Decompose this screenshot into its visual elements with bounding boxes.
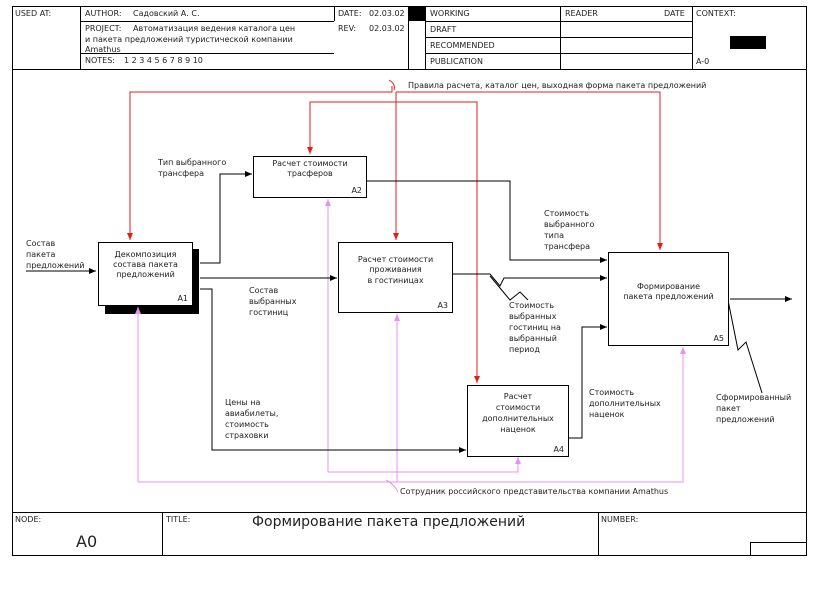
box-a3-title-2: проживания	[369, 265, 422, 274]
box-a3-title-1: Расчет стоимости	[357, 255, 434, 264]
context-label: CONTEXT:	[696, 9, 736, 18]
box-a2-id: A2	[351, 186, 362, 195]
activity-box-a2[interactable]: Расчет стоимости трасферов A2	[253, 156, 367, 198]
node-value: A0	[76, 532, 98, 551]
status-draft: DRAFT	[430, 25, 457, 34]
box-a4-title-4: наценок	[500, 425, 536, 434]
activity-box-a4[interactable]: Расчет стоимости дополнительных наценок …	[467, 385, 569, 457]
label-transfer-cost: Стоимость выбранного типа трансфера	[544, 209, 595, 251]
date-col-label: DATE	[664, 9, 685, 18]
project-label: PROJECT:	[85, 24, 122, 33]
reader-label: READER	[565, 9, 598, 18]
date-label: DATE:	[338, 9, 362, 18]
activity-box-a1[interactable]: Декомпозиция состава пакета предложений …	[98, 242, 193, 306]
box-a1-title-1: Декомпозиция	[114, 250, 177, 259]
label-prices: Цены на авиабилеты, стоимость страховки	[225, 398, 279, 440]
box-a4-title-3: дополнительных	[482, 414, 554, 423]
label-control-top: Правила расчета, каталог цен, выходная ф…	[408, 81, 707, 90]
box-a4-title-2: стоимости	[495, 403, 541, 412]
box-a2-title-2: трасферов	[287, 169, 333, 178]
activity-box-a5[interactable]: Формирование пакета предложений A5	[608, 252, 729, 346]
box-a3-id: A3	[437, 301, 448, 310]
box-a4-title-1: Расчет	[503, 392, 533, 401]
date-value: 02.03.02	[369, 9, 405, 18]
label-transfer-type: Тип выбранного трансфера	[158, 158, 227, 178]
author-value: Садовский А. С.	[133, 9, 200, 18]
box-a2-title-1: Расчет стоимости	[272, 159, 348, 168]
rev-value: 02.03.02	[369, 24, 405, 33]
label-output: Сформированный пакет предложений	[716, 393, 792, 424]
status-working: WORKING	[430, 9, 470, 18]
author-label: AUTHOR:	[85, 9, 122, 18]
box-a5-id: A5	[713, 334, 724, 343]
box-a5-title-1: Формирование	[636, 282, 701, 291]
context-node: A-0	[696, 57, 710, 66]
rev-label: REV:	[338, 24, 357, 33]
diagram-title: Формирование пакета предложений	[252, 514, 526, 530]
project-value-line3: Amathus	[85, 45, 121, 54]
notes-label: NOTES:	[85, 56, 115, 65]
box-a1-id: A1	[177, 294, 188, 303]
label-hotels-composition: Состав выбранных гостиниц	[249, 286, 297, 317]
activity-box-a3[interactable]: Расчет стоимости проживания в гостиницах…	[338, 242, 453, 313]
project-value-line2: и пакета предложений туристической компа…	[85, 35, 293, 44]
frame-border	[12, 6, 807, 556]
label-input-left: Состав пакета предложений	[26, 239, 85, 270]
used-at-label: USED AT:	[15, 9, 52, 18]
node-label: NODE:	[15, 515, 42, 524]
label-hotels-cost: Стоимость выбранных гостиниц на выбранны…	[509, 301, 561, 354]
box-a5-title-2: пакета предложений	[623, 292, 714, 301]
box-a1-title-3: предложений	[116, 270, 175, 279]
box-a1-title-2: состава пакета	[113, 260, 178, 269]
status-recommended: RECOMMENDED	[430, 41, 495, 50]
status-publication: PUBLICATION	[430, 57, 483, 66]
number-label: NUMBER:	[601, 515, 639, 524]
box-a3-title-3: в гостиницах	[367, 276, 424, 285]
label-mechanism: Сотрудник российского представительства …	[400, 487, 669, 496]
notes-value: 1 2 3 4 5 6 7 8 9 10	[124, 56, 203, 65]
title-label: TITLE:	[166, 515, 191, 524]
label-extra-cost: Стоимость дополнительных наценок	[589, 388, 661, 419]
project-value-line1: Автоматизация ведения каталога цен	[133, 24, 296, 33]
box-a4-id: A4	[553, 445, 564, 454]
